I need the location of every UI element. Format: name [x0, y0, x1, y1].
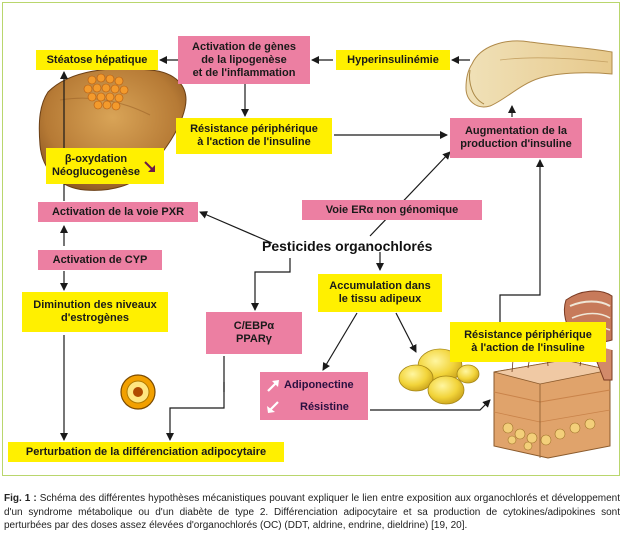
down-arrow-icon	[144, 160, 156, 172]
caption-label: Fig. 1 :	[4, 493, 37, 504]
cell-illustration	[120, 374, 156, 410]
box-steatose-hepatique: Stéatose hépatique	[36, 50, 158, 70]
box-cebp-ppar: C/EBPα PPARγ	[206, 312, 302, 354]
figure-caption: Fig. 1 : Schéma des différentes hypothès…	[4, 492, 620, 533]
label-pesticides-organochlores: Pesticides organochlorés	[262, 238, 433, 254]
label-adiponectine: Adiponectine	[284, 379, 354, 391]
up-arrow-icon	[266, 379, 280, 393]
pancreas-illustration	[465, 40, 613, 108]
box-hyperinsulinemie: Hyperinsulinémie	[336, 50, 450, 70]
box-activation-genes: Activation de gènes de la lipogenèse et …	[178, 36, 310, 84]
diagram-arrows	[60, 56, 544, 441]
box-adipokines: Adiponectine Résistine	[260, 372, 368, 420]
down-arrow-icon	[266, 400, 280, 414]
box-activation-cyp: Activation de CYP	[38, 250, 162, 270]
skin-tissue-illustration	[493, 341, 611, 459]
figure-frame	[2, 2, 620, 476]
label-resistine: Résistine	[300, 401, 349, 413]
box-beta-oxydation: β-oxydation Néoglucogenèse	[46, 148, 164, 184]
box-perturbation-differenciation: Perturbation de la différenciation adipo…	[8, 442, 284, 462]
box-voie-er-non-genomique: Voie ERα non génomique	[302, 200, 482, 220]
box-activation-voie-pxr: Activation de la voie PXR	[38, 202, 198, 222]
box-resistance-peripherique-1: Résistance périphérique à l'action de l'…	[176, 118, 332, 154]
box-resistance-peripherique-2: Résistance périphérique à l'action de l'…	[450, 322, 606, 362]
box-diminution-estrogenes: Diminution des niveaux d'estrogènes	[22, 292, 168, 332]
caption-text: Schéma des différentes hypothèses mécani…	[4, 493, 620, 531]
box-accumulation-tissu-adipeux: Accumulation dans le tissu adipeux	[318, 274, 442, 312]
box-augmentation-production-insuline: Augmentation de la production d'insuline	[450, 118, 582, 158]
